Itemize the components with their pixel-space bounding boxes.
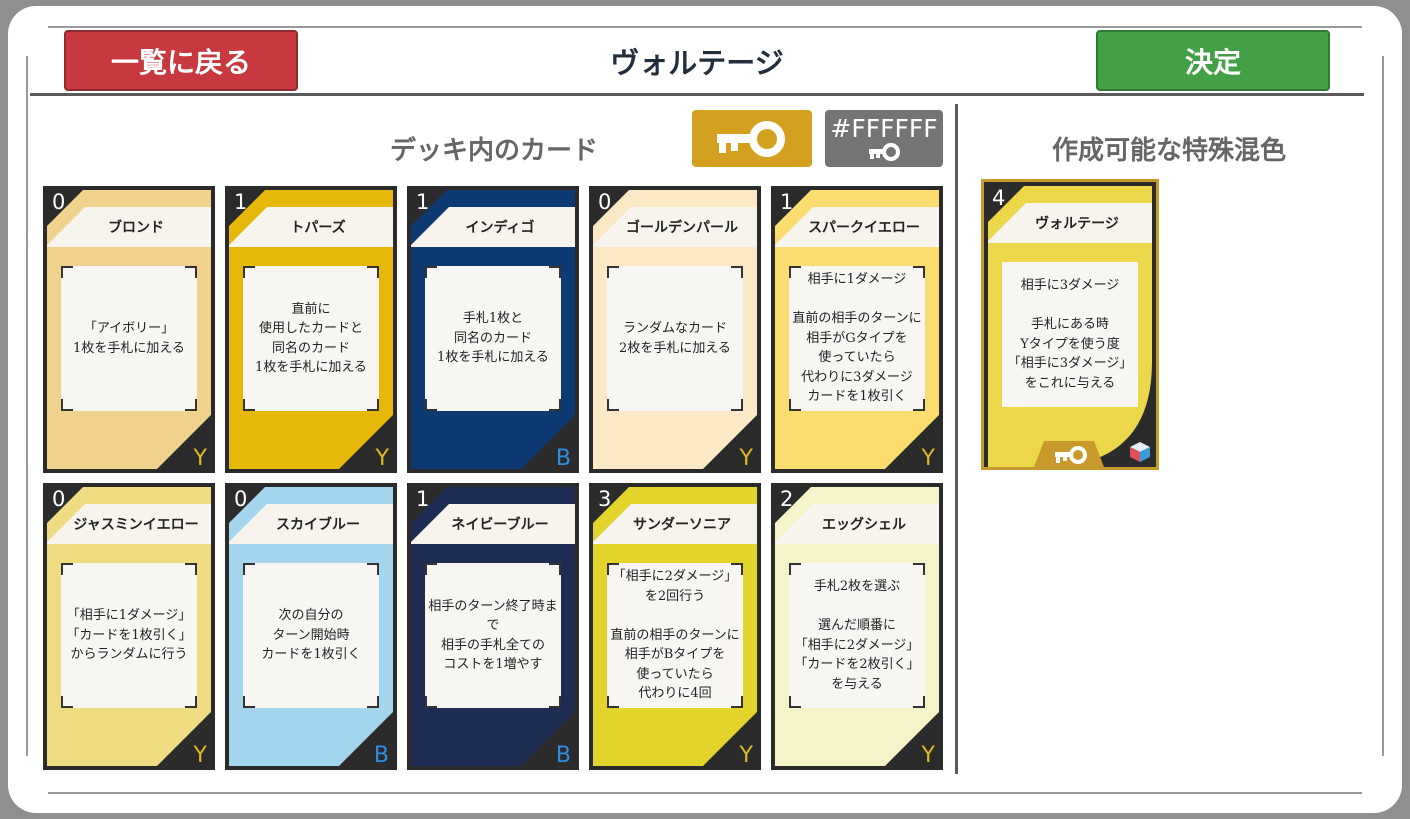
- card-type: Y: [375, 446, 389, 471]
- key-filter-button[interactable]: [692, 110, 812, 167]
- card-type: B: [555, 446, 571, 471]
- frame-corner: [607, 399, 619, 411]
- special-color-card[interactable]: 4 ヴォルテージ 相手に3ダメージ 手札にある時 Yタイプを使う度 「相手に3ダ…: [981, 179, 1159, 470]
- back-button-label: 一覧に戻る: [110, 45, 251, 79]
- card-text: 相手のターン終了時まで 相手の手札全ての コストを1増やす: [425, 563, 561, 708]
- frame-corner: [789, 696, 801, 708]
- card-text: 「アイボリー」 1枚を手札に加える: [61, 266, 197, 411]
- card-cost: 4: [992, 186, 1006, 210]
- confirm-button[interactable]: 決定: [1096, 30, 1330, 91]
- frame-bottom-line: [48, 792, 1362, 794]
- card-text-content: 次の自分の ターン開始時 カードを1枚引く: [261, 608, 361, 663]
- frame-corner: [367, 399, 379, 411]
- confirm-button-label: 決定: [1184, 45, 1241, 79]
- card-text: 相手に1ダメージ 直前の相手のターンに 相手がGタイプを 使っていたら 代わりに…: [789, 266, 925, 411]
- frame-corner: [549, 399, 561, 411]
- card-text-content: 相手のターン終了時まで 相手の手札全ての コストを1増やす: [428, 598, 558, 673]
- card-text-content: 直前に 使用したカードと 同名のカード 1枚を手札に加える: [255, 301, 367, 376]
- card-text: 手札2枚を選ぶ 選んだ順番に 「相手に2ダメージ」 「カードを2枚引く」 を与え…: [789, 563, 925, 708]
- card-name: ネイビーブルー: [411, 504, 575, 544]
- key-icon: [869, 143, 900, 161]
- card-name: ゴールデンパール: [593, 207, 757, 247]
- frame-corner: [607, 696, 619, 708]
- card-cost: 1: [234, 190, 248, 214]
- card-cost: 0: [598, 190, 612, 214]
- card-type: Y: [193, 446, 207, 471]
- card-text-content: 手札2枚を選ぶ 選んだ順番に 「相手に2ダメージ」 「カードを2枚引く」 を与え…: [794, 579, 920, 692]
- card-type: B: [555, 743, 571, 768]
- card-type: Y: [193, 743, 207, 768]
- key-badge: [1034, 441, 1104, 467]
- frame-corner: [913, 696, 925, 708]
- frame-corner: [367, 696, 379, 708]
- card-text: 「相手に2ダメージ」 を2回行う 直前の相手のターンに 相手がBタイプを 使って…: [607, 563, 743, 708]
- frame-corner: [61, 696, 73, 708]
- card-text: 「相手に1ダメージ」 「カードを1枚引く」 からランダムに行う: [61, 563, 197, 708]
- card-text: 手札1枚と 同名のカード 1枚を手札に加える: [425, 266, 561, 411]
- page-title: ヴォルテージ: [610, 46, 784, 80]
- header-divider: [30, 93, 1364, 96]
- back-button[interactable]: 一覧に戻る: [64, 30, 298, 91]
- frame-corner: [549, 696, 561, 708]
- key-icon: [717, 120, 785, 157]
- card-text: 直前に 使用したカードと 同名のカード 1枚を手札に加える: [243, 266, 379, 411]
- frame-top-line: [48, 26, 1362, 28]
- color-code-button[interactable]: #FFFFFF: [825, 110, 943, 167]
- card-text-content: ランダムなカード 2枚を手札に加える: [619, 321, 731, 356]
- card-type: Y: [739, 446, 753, 471]
- card-type: Y: [921, 743, 935, 768]
- frame-corner: [61, 399, 73, 411]
- key-icon: [1055, 446, 1087, 464]
- card-cost: 0: [234, 487, 248, 511]
- card-text-content: 相手に1ダメージ 直前の相手のターンに 相手がGタイプを 使っていたら 代わりに…: [792, 272, 922, 405]
- card-cost: 2: [780, 487, 794, 511]
- column-divider: [955, 104, 958, 774]
- deck-section-title: デッキ内のカード: [390, 136, 599, 166]
- card-cost: 3: [598, 487, 612, 511]
- frame-corner: [731, 399, 743, 411]
- frame-right-line: [1382, 56, 1384, 756]
- frame-corner: [731, 696, 743, 708]
- card-text-content: 「相手に2ダメージ」 を2回行う 直前の相手のターンに 相手がBタイプを 使って…: [610, 569, 740, 702]
- card-name: サンダーソニア: [593, 504, 757, 544]
- card-cost: 1: [416, 487, 430, 511]
- frame-corner: [425, 696, 437, 708]
- card-cost: 0: [52, 190, 66, 214]
- card-text: 相手に3ダメージ 手札にある時 Yタイプを使う度 「相手に3ダメージ」 をこれに…: [1002, 262, 1138, 407]
- card-cost: 0: [52, 487, 66, 511]
- frame-corner: [789, 399, 801, 411]
- card-name: スカイブルー: [229, 504, 393, 544]
- card-type: Y: [739, 743, 753, 768]
- card-text-content: 手札1枚と 同名のカード 1枚を手札に加える: [437, 311, 549, 366]
- frame-corner: [243, 399, 255, 411]
- cube-icon: [1130, 442, 1150, 462]
- frame-corner: [243, 696, 255, 708]
- card-type: B: [373, 743, 389, 768]
- color-code-label: #FFFFFF: [830, 114, 938, 143]
- card-name: ジャスミンイエロー: [47, 504, 211, 544]
- frame-corner: [913, 399, 925, 411]
- card-text: ランダムなカード 2枚を手札に加える: [607, 266, 743, 411]
- card-cost: 1: [416, 190, 430, 214]
- card-text-content: 「アイボリー」 1枚を手札に加える: [73, 321, 185, 356]
- card-type: Y: [921, 446, 935, 471]
- frame-left-line: [26, 56, 28, 756]
- frame-corner: [425, 399, 437, 411]
- card-text-content: 「相手に1ダメージ」 「カードを1枚引く」 からランダムに行う: [66, 608, 192, 663]
- card-text: 次の自分の ターン開始時 カードを1枚引く: [243, 563, 379, 708]
- special-section-title: 作成可能な特殊混色: [1052, 136, 1287, 166]
- frame-corner: [185, 399, 197, 411]
- frame-corner: [185, 696, 197, 708]
- card-cost: 1: [780, 190, 794, 214]
